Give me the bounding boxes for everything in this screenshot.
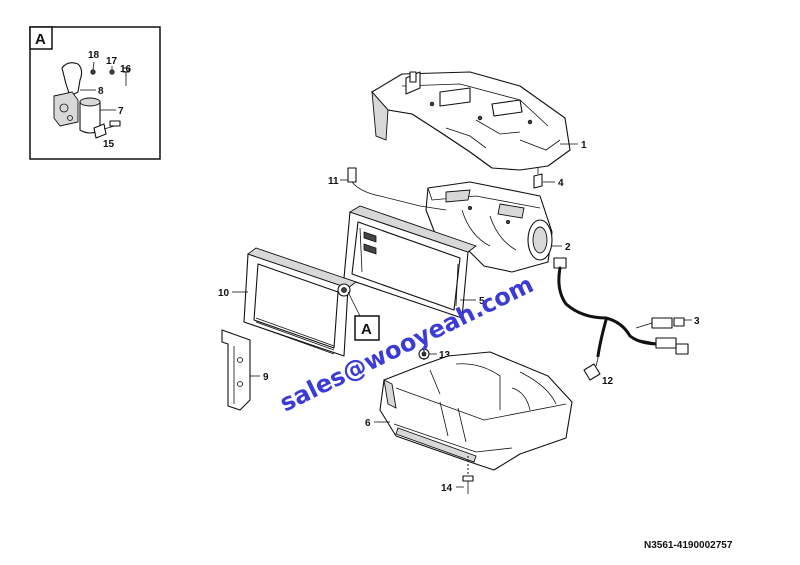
callout-13: 13 (439, 350, 451, 361)
bolt-14 (462, 456, 474, 494)
callout-7: 7 (118, 106, 124, 117)
clip-part (533, 168, 543, 189)
callout-18: 18 (88, 50, 100, 61)
callout-1: 1 (581, 140, 587, 151)
wiring-harness (553, 257, 689, 358)
marker-label: A (361, 321, 372, 338)
callout-2: 2 (565, 242, 571, 253)
upper-housing (371, 71, 571, 171)
detail-a-box: A 18 17 16 8 7 15 (29, 26, 161, 160)
expansion-valve (53, 62, 130, 139)
blower-assembly (425, 181, 553, 273)
detail-a-tag (29, 26, 53, 50)
callout-16: 16 (120, 64, 132, 75)
callout-14: 14 (441, 483, 453, 494)
evaporator (243, 247, 357, 357)
detail-a-label: A (35, 31, 46, 48)
callout-11: 11 (328, 176, 339, 187)
callout-3: 3 (694, 316, 700, 327)
heater-core (343, 205, 477, 319)
callout-12: 12 (602, 376, 614, 387)
sensor-12 (583, 357, 601, 381)
callout-8: 8 (98, 86, 104, 97)
callout-4: 4 (558, 178, 564, 189)
sensor-wire (347, 167, 447, 211)
detail-a-marker: A (354, 315, 380, 341)
reference-number: N3561-4190002757 (644, 540, 733, 551)
bracket (221, 329, 251, 411)
callout-10: 10 (218, 288, 230, 299)
callout-17: 17 (106, 56, 118, 67)
callout-5: 5 (479, 296, 485, 307)
callout-6: 6 (365, 418, 371, 429)
callout-9: 9 (263, 372, 269, 383)
lower-housing (379, 351, 573, 471)
callout-15: 15 (103, 139, 115, 150)
